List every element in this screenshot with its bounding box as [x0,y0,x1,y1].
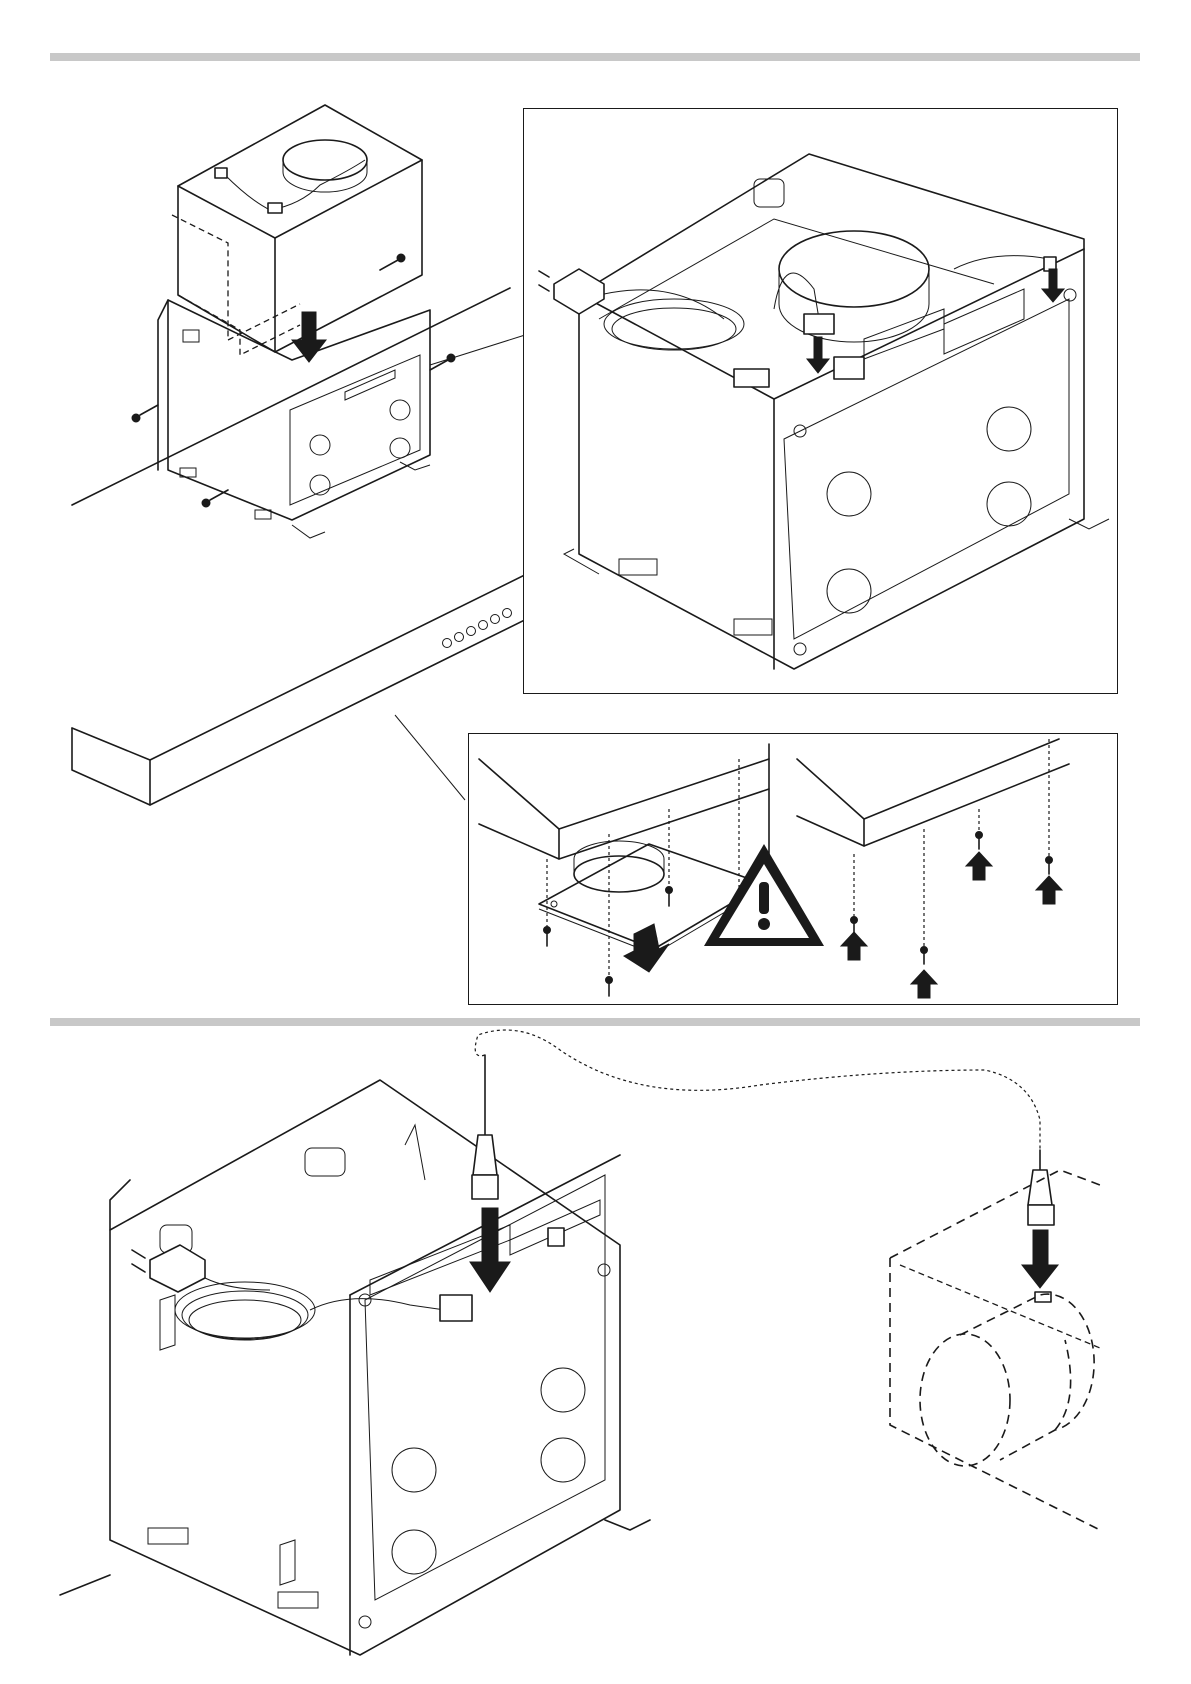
remote-unit-outline [890,1170,1100,1530]
down-arrow-icon [470,1208,510,1292]
mounting-box [60,1080,650,1655]
connector-icon [440,1055,564,1321]
cable-coil [175,1278,445,1340]
dashed-cable [475,1030,1040,1150]
down-arrow-icon [1022,1230,1058,1288]
power-plug-icon [132,1245,205,1292]
connector-icon [1028,1150,1054,1225]
